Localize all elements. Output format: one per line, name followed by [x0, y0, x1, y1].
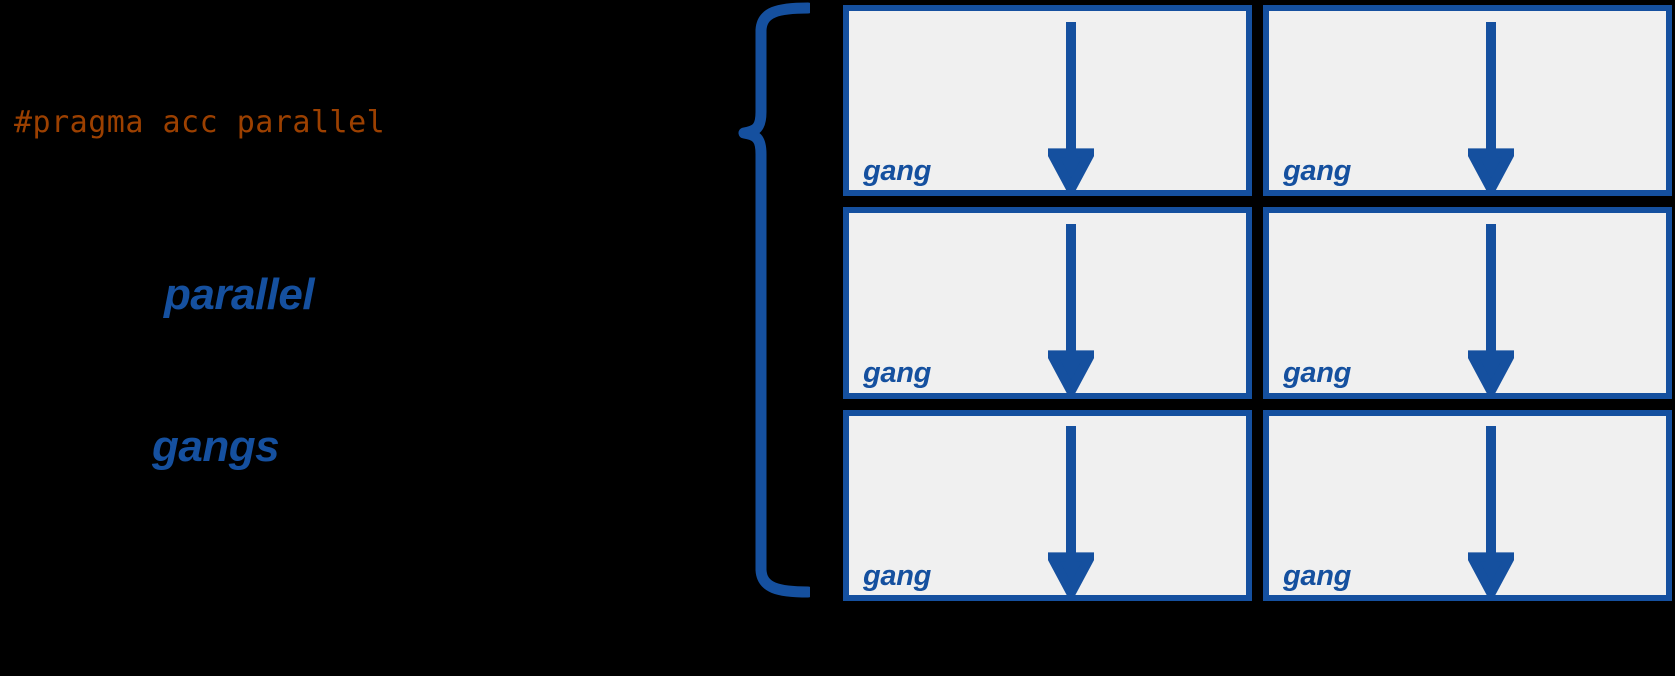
gang-cell[interactable]: gang: [843, 409, 1252, 601]
gang-label: gang: [863, 154, 932, 187]
gang-label: gang: [1283, 154, 1352, 187]
gang-cell[interactable]: gang: [843, 207, 1252, 399]
down-arrow-icon: [1468, 21, 1515, 191]
down-arrow-icon: [1468, 426, 1515, 595]
down-arrow-icon: [1048, 224, 1095, 393]
label-parallel: parallel: [164, 270, 315, 319]
label-gangs: gangs: [152, 422, 280, 471]
left-curly-brace-icon: [738, 2, 814, 598]
down-arrow-icon: [1048, 426, 1095, 595]
gang-cell[interactable]: gang: [843, 5, 1252, 197]
down-arrow-icon: [1048, 21, 1095, 191]
down-arrow-icon: [1468, 224, 1515, 393]
pragma-code-text: #pragma acc parallel: [14, 105, 386, 140]
gang-label: gang: [863, 357, 932, 390]
gang-label: gang: [1283, 559, 1352, 592]
gang-cell[interactable]: gang: [1263, 409, 1672, 601]
brace-container: [700, 0, 814, 676]
gang-label: gang: [863, 559, 932, 592]
gang-cell[interactable]: gang: [1263, 5, 1672, 197]
gang-grid: gang gang gang gang gang: [843, 5, 1672, 601]
gang-cell[interactable]: gang: [1263, 207, 1672, 399]
gang-label: gang: [1283, 357, 1352, 390]
